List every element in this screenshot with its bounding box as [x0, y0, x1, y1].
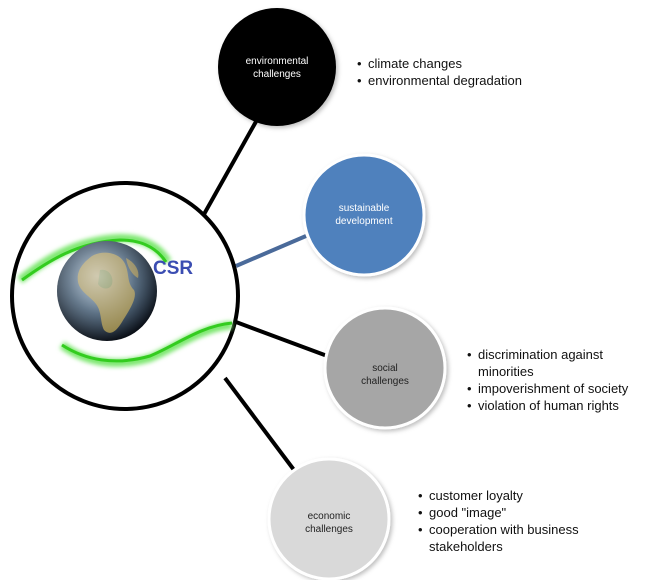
- csr-hub: [10, 181, 240, 411]
- list-item: violation of human rights: [467, 397, 652, 414]
- connector-sustainable: [235, 234, 307, 268]
- connector-economic: [223, 376, 296, 472]
- list-item: climate changes: [357, 55, 587, 72]
- environmental-bullet-list: climate changes environmental degradatio…: [357, 55, 587, 89]
- environmental-challenges-label: environmental challenges: [245, 56, 309, 80]
- list-item: impoverishment of society: [467, 380, 652, 397]
- social-challenges-label: social challenges: [361, 363, 409, 387]
- node-social-circle: [323, 306, 447, 430]
- connector-environmental: [201, 117, 260, 217]
- list-item: environmental degradation: [357, 72, 587, 89]
- connector-social: [235, 320, 331, 359]
- list-item: good "image": [418, 504, 593, 521]
- node-environmental-circle: [218, 8, 336, 126]
- sustainable-development-label: sustainable development: [335, 203, 393, 227]
- node-sustainable-circle: [302, 153, 426, 277]
- social-bullet-list: discrimination against minorities impove…: [467, 346, 652, 414]
- node-economic-circle: [267, 457, 391, 580]
- globe-icon: [57, 241, 157, 341]
- list-item: cooperation with business stakeholders: [418, 521, 593, 555]
- list-item: discrimination against minorities: [467, 346, 652, 380]
- economic-challenges-label: economic challenges: [305, 511, 353, 535]
- upper-swoosh: [17, 233, 172, 284]
- list-item: customer loyalty: [418, 487, 593, 504]
- economic-bullet-list: customer loyalty good "image" cooperatio…: [418, 487, 593, 555]
- csr-label: CSR: [153, 258, 194, 279]
